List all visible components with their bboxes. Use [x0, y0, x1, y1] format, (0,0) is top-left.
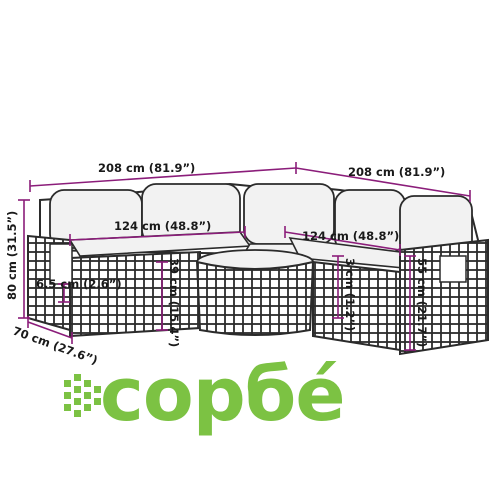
- seat-height-label: 39 cm (15.4”): [167, 258, 181, 347]
- brand-logo: сорбе́: [64, 352, 346, 438]
- sofa-illustration: [27, 182, 489, 356]
- total-height-label: 80 cm (31.5”): [5, 211, 19, 300]
- seat-left-width-label: 124 cm (48.8”): [114, 219, 211, 233]
- top-left-width-label: 208 cm (81.9”): [98, 161, 195, 175]
- top-right-width-label: 208 cm (81.9”): [348, 165, 445, 179]
- dimension-lines: [18, 162, 471, 351]
- ottoman-base: [195, 260, 315, 336]
- logo-text: сорбе́: [100, 352, 345, 438]
- armrest-gap-label: 3 cm (1.2”): [343, 258, 357, 331]
- woven-pattern-icon: [64, 374, 101, 417]
- armrest-height-label: 55 cm (21.7”): [415, 258, 429, 347]
- seat-right-width-label: 124 cm (48.8”): [302, 229, 399, 243]
- cushion-thickness-label: 6.5 cm (2.6”): [36, 277, 122, 291]
